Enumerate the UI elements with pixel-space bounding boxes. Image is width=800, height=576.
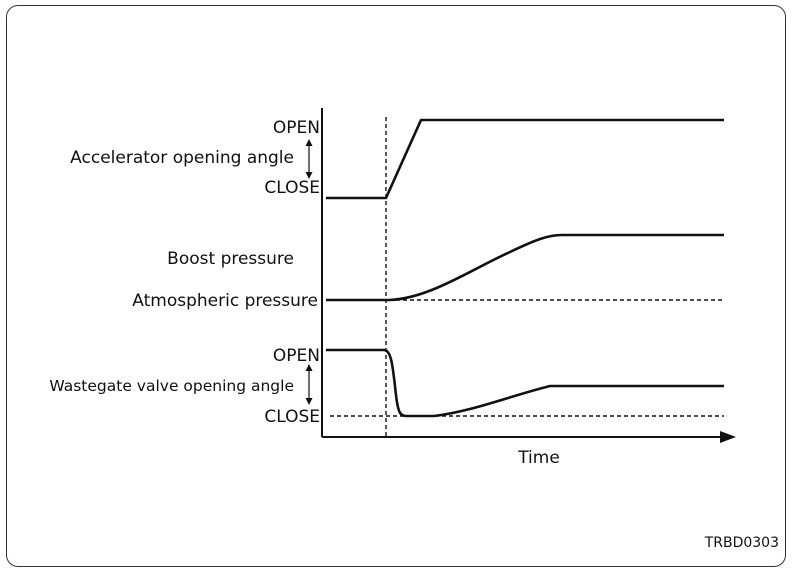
- atmospheric-pressure-label: Atmospheric pressure: [132, 291, 318, 311]
- accelerator-name-label: Accelerator opening angle: [70, 148, 294, 168]
- accelerator-trace: [326, 118, 724, 200]
- time-axis-arrow-icon: [720, 431, 736, 443]
- time-axis-label: Time: [517, 448, 560, 468]
- accelerator-open-label: OPEN: [273, 118, 320, 138]
- accelerator-close-label: CLOSE: [264, 178, 320, 198]
- figure-code: TRBD0303: [704, 535, 779, 551]
- wastegate-trace: [326, 348, 724, 418]
- boost-pressure-label: Boost pressure: [167, 249, 294, 269]
- wastegate-name-label: Wastegate valve opening angle: [49, 377, 294, 395]
- wastegate-close-label: CLOSE: [264, 407, 320, 427]
- boost-pressure-trace: [326, 233, 724, 302]
- wastegate-open-label: OPEN: [273, 346, 320, 366]
- wastegate-range-arrow-icon: [305, 364, 313, 405]
- accelerator-range-arrow-icon: [305, 139, 313, 179]
- diagram-frame: [6, 5, 786, 567]
